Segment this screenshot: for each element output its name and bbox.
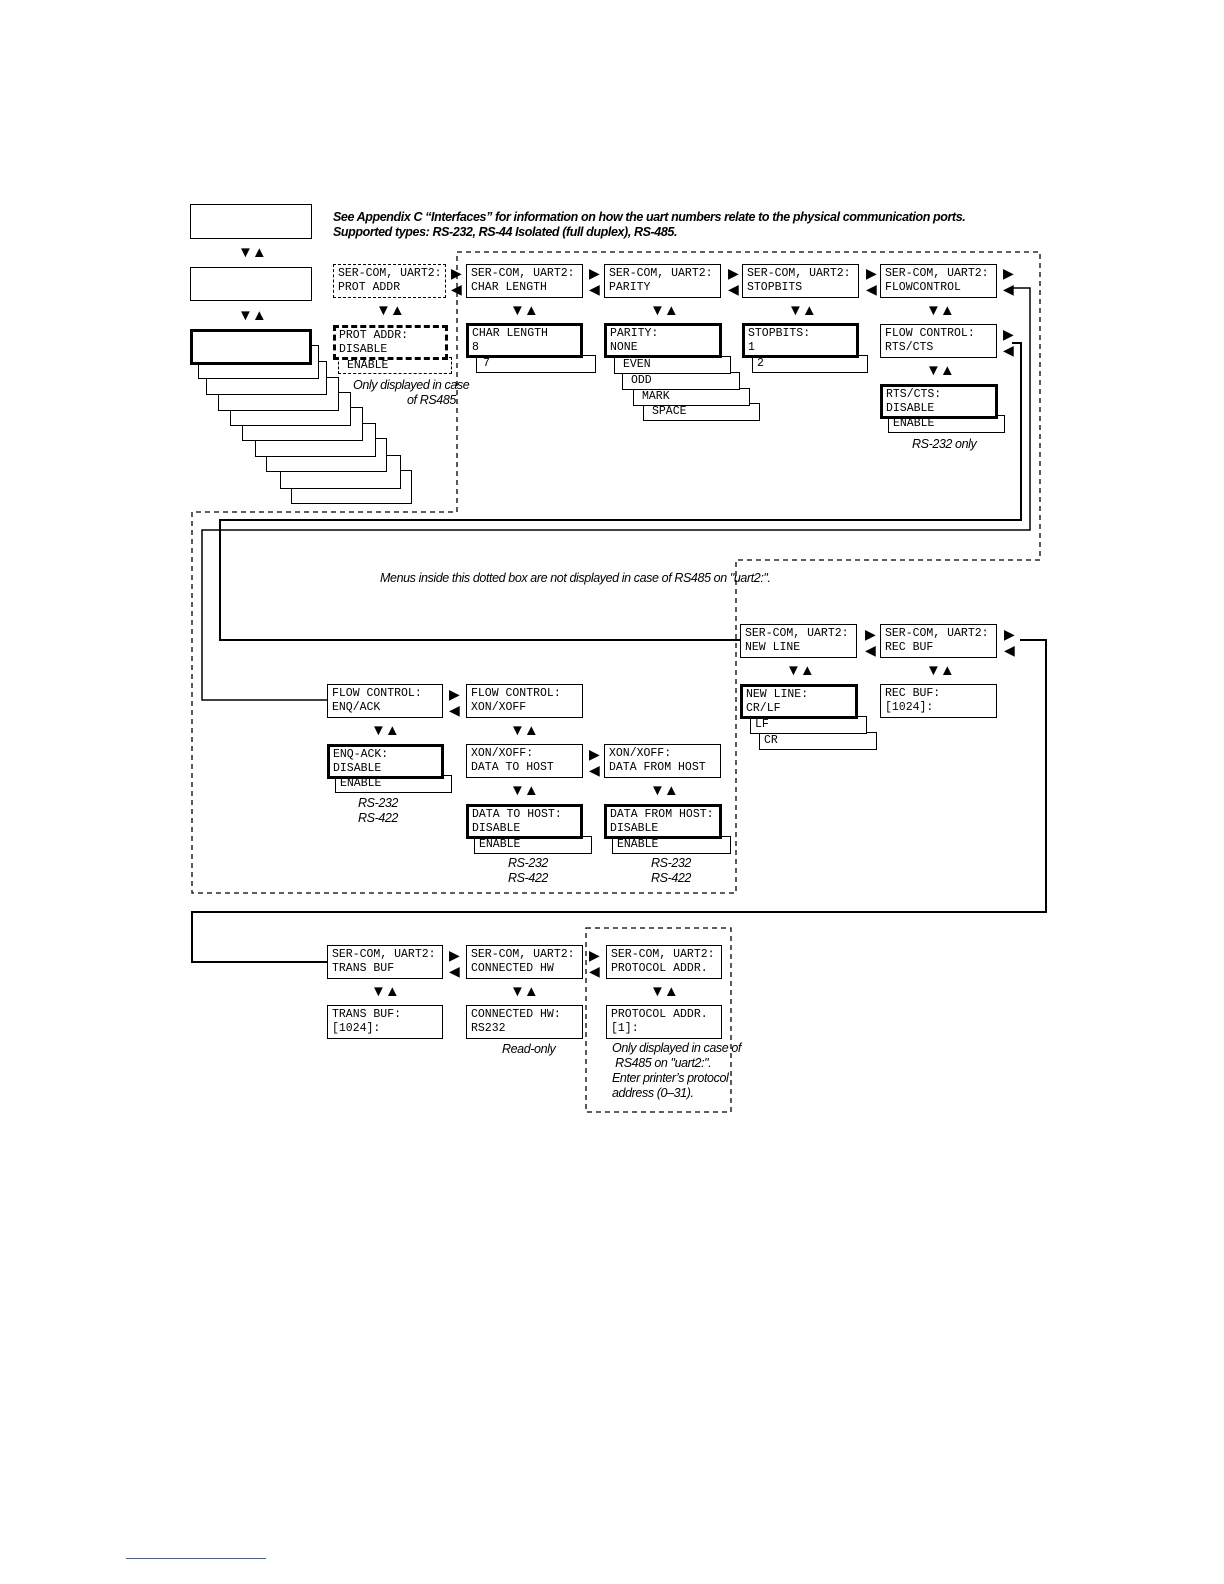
updown-icon: ▼▲ — [788, 302, 817, 319]
right-arrow-icon: ▶ — [1003, 265, 1014, 281]
protocol-addr-region — [585, 927, 732, 1113]
protocol-addr-value[interactable]: PROTOCOL ADDR. [1]: — [606, 1005, 722, 1039]
to-host-enable-option[interactable]: ENABLE — [474, 836, 592, 854]
parity-option-odd[interactable]: ODD — [622, 372, 740, 390]
rtscts-value[interactable]: RTS/CTS: DISABLE — [880, 384, 998, 419]
char-length-menu[interactable]: SER-COM, UART2: CHAR LENGTH — [466, 264, 583, 298]
updown-icon: ▼▲ — [510, 302, 539, 319]
enqack-value[interactable]: ENQ-ACK: DISABLE — [327, 744, 444, 779]
left-arrow-icon: ◀ — [1003, 281, 1014, 297]
dotted-box-note: Menus inside this dotted box are not dis… — [380, 571, 771, 585]
header-line-1: See Appendix C “Interfaces” for informat… — [333, 210, 966, 224]
flowcontrol-menu[interactable]: SER-COM, UART2: FLOWCONTROL — [880, 264, 997, 298]
main-menu-box-middle[interactable] — [190, 267, 312, 301]
footnote-rule — [126, 1558, 266, 1559]
updown-icon: ▼▲ — [510, 983, 539, 1000]
left-arrow-icon: ◀ — [589, 762, 600, 778]
right-arrow-icon: ▶ — [589, 947, 600, 963]
parity-menu[interactable]: SER-COM, UART2: PARITY — [604, 264, 721, 298]
dotted-region — [191, 251, 1041, 894]
new-line-option-cr[interactable]: CR — [759, 732, 877, 750]
left-arrow-icon: ◀ — [866, 281, 877, 297]
char-length-value[interactable]: CHAR LENGTH 8 — [466, 323, 583, 358]
right-arrow-icon: ▶ — [1003, 326, 1014, 342]
prot-addr-value[interactable]: PROT ADDR: DISABLE — [333, 325, 448, 360]
trans-buf-menu[interactable]: SER-COM, UART2: TRANS BUF — [327, 945, 443, 979]
rec-buf-menu[interactable]: SER-COM, UART2: REC BUF — [880, 624, 997, 658]
rtscts-note: RS-232 only — [912, 437, 977, 451]
parity-value[interactable]: PARITY: NONE — [604, 323, 722, 358]
from-host-enable-option[interactable]: ENABLE — [612, 836, 731, 854]
xon-data-to-host[interactable]: XON/XOFF: DATA TO HOST — [466, 744, 583, 778]
updown-icon: ▼▲ — [650, 782, 679, 799]
left-arrow-icon: ◀ — [589, 963, 600, 979]
to-host-note: RS-232 RS-422 — [508, 856, 548, 885]
right-arrow-icon: ▶ — [1004, 626, 1015, 642]
left-arrow-icon: ◀ — [1004, 642, 1015, 658]
updown-icon: ▼▲ — [926, 362, 955, 379]
right-arrow-icon: ▶ — [589, 746, 600, 762]
right-arrow-icon: ▶ — [865, 626, 876, 642]
right-arrow-icon: ▶ — [866, 265, 877, 281]
parity-option-mark[interactable]: MARK — [633, 388, 750, 406]
updown-icon: ▼▲ — [926, 662, 955, 679]
left-arrow-icon: ◀ — [728, 281, 739, 297]
left-arrow-icon: ◀ — [451, 281, 462, 297]
trans-buf-value[interactable]: TRANS BUF: [1024]: — [327, 1005, 443, 1039]
updown-icon: ▼▲ — [650, 302, 679, 319]
from-host-value[interactable]: DATA FROM HOST: DISABLE — [604, 804, 722, 839]
from-host-note: RS-232 RS-422 — [651, 856, 691, 885]
prot-addr-menu[interactable]: SER-COM, UART2: PROT ADDR — [333, 264, 446, 298]
updown-icon: ▼▲ — [371, 983, 400, 1000]
left-arrow-icon: ◀ — [589, 281, 600, 297]
protocol-addr-note: Only displayed in case of RS485 on "uart… — [612, 1041, 741, 1100]
right-arrow-icon: ▶ — [449, 947, 460, 963]
left-arrow-icon: ◀ — [1003, 342, 1014, 358]
right-arrow-icon: ▶ — [449, 686, 460, 702]
flow-control-xonxoff[interactable]: FLOW CONTROL: XON/XOFF — [466, 684, 583, 718]
xon-data-from-host[interactable]: XON/XOFF: DATA FROM HOST — [604, 744, 721, 778]
updown-icon: ▼▲ — [510, 722, 539, 739]
parity-option-even[interactable]: EVEN — [614, 356, 731, 374]
right-arrow-icon: ▶ — [728, 265, 739, 281]
enqack-enable-option[interactable]: ENABLE — [335, 775, 452, 793]
stopbits-value[interactable]: STOPBITS: 1 — [742, 323, 859, 358]
left-arrow-icon: ◀ — [449, 963, 460, 979]
rec-buf-value[interactable]: REC BUF: [1024]: — [880, 684, 997, 718]
main-menu-box-selected[interactable] — [190, 329, 312, 365]
stopbits-menu[interactable]: SER-COM, UART2: STOPBITS — [742, 264, 859, 298]
new-line-value[interactable]: NEW LINE: CR/LF — [740, 684, 858, 719]
connected-hw-menu[interactable]: SER-COM, UART2: CONNECTED HW — [466, 945, 583, 979]
updown-icon: ▼▲ — [786, 662, 815, 679]
updown-icon: ▼▲ — [238, 244, 267, 261]
updown-icon: ▼▲ — [650, 983, 679, 1000]
enqack-note: RS-232 RS-422 — [358, 796, 398, 825]
updown-icon: ▼▲ — [510, 782, 539, 799]
prot-addr-note: Only displayed in case of RS485. — [353, 378, 470, 407]
updown-icon: ▼▲ — [371, 722, 400, 739]
new-line-menu[interactable]: SER-COM, UART2: NEW LINE — [740, 624, 857, 658]
right-arrow-icon: ▶ — [589, 265, 600, 281]
right-arrow-icon: ▶ — [451, 265, 462, 281]
main-menu-box-top[interactable] — [190, 204, 312, 239]
rtscts-enable-option[interactable]: ENABLE — [888, 415, 1005, 433]
connected-hw-value: CONNECTED HW: RS232 — [466, 1005, 583, 1039]
updown-icon: ▼▲ — [376, 302, 405, 319]
to-host-value[interactable]: DATA TO HOST: DISABLE — [466, 804, 583, 839]
updown-icon: ▼▲ — [238, 307, 267, 324]
left-arrow-icon: ◀ — [449, 702, 460, 718]
left-arrow-icon: ◀ — [865, 642, 876, 658]
flow-control-rtscts[interactable]: FLOW CONTROL: RTS/CTS — [880, 324, 997, 358]
flow-control-enqack[interactable]: FLOW CONTROL: ENQ/ACK — [327, 684, 443, 718]
header-line-2: Supported types: RS-232, RS-44 Isolated … — [333, 225, 678, 239]
protocol-addr-menu[interactable]: SER-COM, UART2: PROTOCOL ADDR. — [606, 945, 722, 979]
updown-icon: ▼▲ — [926, 302, 955, 319]
connected-hw-note: Read-only — [502, 1042, 556, 1056]
